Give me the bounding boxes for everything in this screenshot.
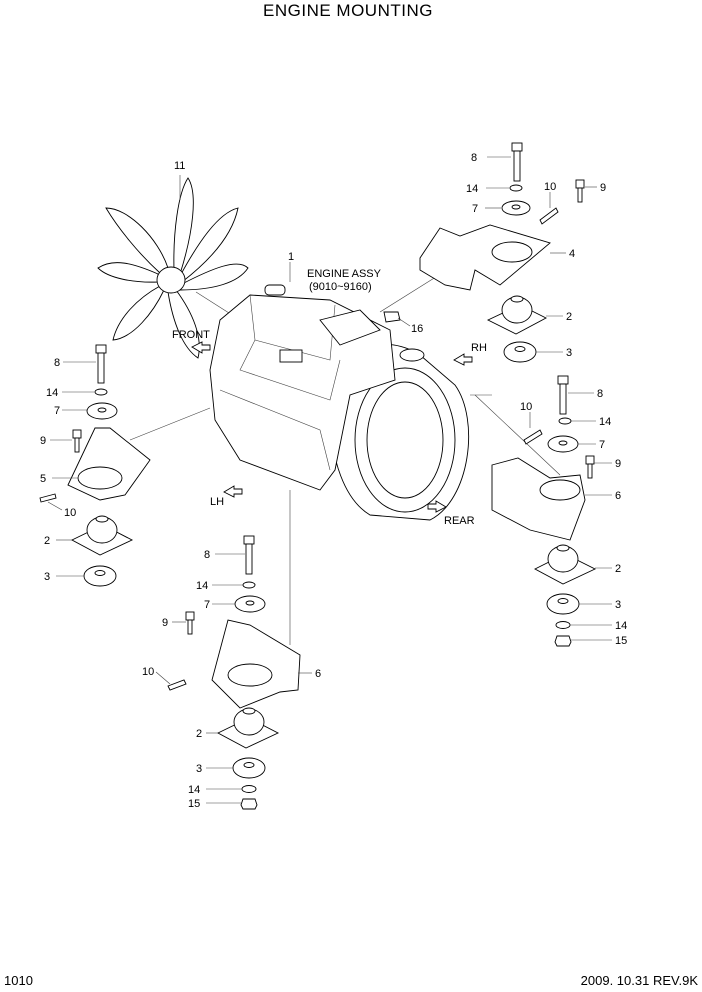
label-callouts-ur-stud: 10 [544, 181, 556, 193]
page-number: 1010 [4, 973, 33, 988]
mount-group-upper-right: 8 14 7 10 9 4 2 3 [419, 142, 606, 363]
label-callouts-rr-plate: 7 [599, 439, 605, 451]
label-callouts-b-cushion: 3 [196, 763, 202, 775]
label-callouts-l-stud: 10 [64, 507, 76, 519]
label-directions-front: FRONT [172, 329, 210, 341]
label-callouts-rr-screw: 9 [615, 458, 621, 470]
label-callouts-bracket_rh: 4 [569, 248, 575, 260]
mount-group-left: 8 14 7 9 5 10 2 3 [39, 344, 151, 587]
label-callouts-rr-stud: 10 [520, 401, 532, 413]
label-callouts-b-plate: 7 [204, 599, 210, 611]
label-callouts-l-mount: 2 [44, 535, 50, 547]
direction-front: FRONT [172, 329, 211, 354]
engine-assembly: 1 ENGINE ASSY (9010~9160) [209, 251, 470, 521]
label-callouts-l-plate: 7 [54, 405, 60, 417]
label-callouts-l-screw: 9 [40, 435, 46, 447]
label-callouts-l-cushion: 3 [44, 571, 50, 583]
label-callouts-rr-bracket: 6 [615, 490, 621, 502]
hose-clamp: 16 [383, 311, 423, 335]
callout-11: 11 [174, 160, 185, 172]
label-callouts-rr-washer: 14 [599, 416, 611, 428]
label-callouts-ur-plate: 7 [472, 203, 478, 215]
label-callouts-rr-bolt: 8 [597, 388, 603, 400]
mount-group-right-rear: 8 14 7 10 9 6 2 3 14 [491, 375, 627, 647]
label-callouts-b-screw: 9 [162, 617, 168, 629]
label-callouts-ur-screw: 9 [600, 182, 606, 194]
label-callouts-b-mount: 2 [196, 728, 202, 740]
callout-1: 1 [288, 251, 294, 263]
label-callouts-ur-washer: 14 [466, 183, 478, 195]
direction-rh: RH [453, 342, 487, 366]
label-callouts-ur-cushion: 3 [566, 347, 572, 359]
label-callouts-rr-cushion: 3 [615, 599, 621, 611]
label-directions-lh: LH [210, 496, 224, 508]
revision-date: 2009. 10.31 REV.9K [581, 973, 699, 988]
engine-assy-serial: (9010~9160) [309, 281, 372, 293]
cooling-fan: 11 [97, 160, 249, 359]
direction-lh: LH [210, 485, 243, 508]
label-callouts-ur-mount: 2 [566, 311, 572, 323]
direction-rear: REAR [427, 500, 475, 527]
label-directions-rear: REAR [444, 515, 475, 527]
label-callouts-rr-nut: 15 [615, 635, 627, 647]
label-callouts-bracket_lh: 5 [40, 473, 46, 485]
page-title: ENGINE MOUNTING [263, 1, 433, 20]
mount-group-bottom: 8 14 7 9 6 10 2 3 14 [142, 535, 321, 810]
label-callouts-b-stud: 10 [142, 666, 154, 678]
label-callouts-ur-bolt: 8 [471, 152, 477, 164]
label-callouts-b-washer2: 14 [188, 784, 200, 796]
callout-16: 16 [411, 323, 423, 335]
label-callouts-l-bolt: 8 [54, 357, 60, 369]
label-callouts-rr-washer2: 14 [615, 620, 627, 632]
label-directions-rh: RH [471, 342, 487, 354]
engine-assy-label: ENGINE ASSY [307, 268, 382, 280]
label-callouts-b-bolt: 8 [204, 549, 210, 561]
label-callouts-l-washer: 14 [46, 387, 58, 399]
label-callouts-b-bracket: 6 [315, 668, 321, 680]
label-callouts-rr-mount: 2 [615, 563, 621, 575]
label-callouts-b-nut: 15 [188, 798, 200, 810]
label-callouts-b-washer: 14 [196, 580, 208, 592]
